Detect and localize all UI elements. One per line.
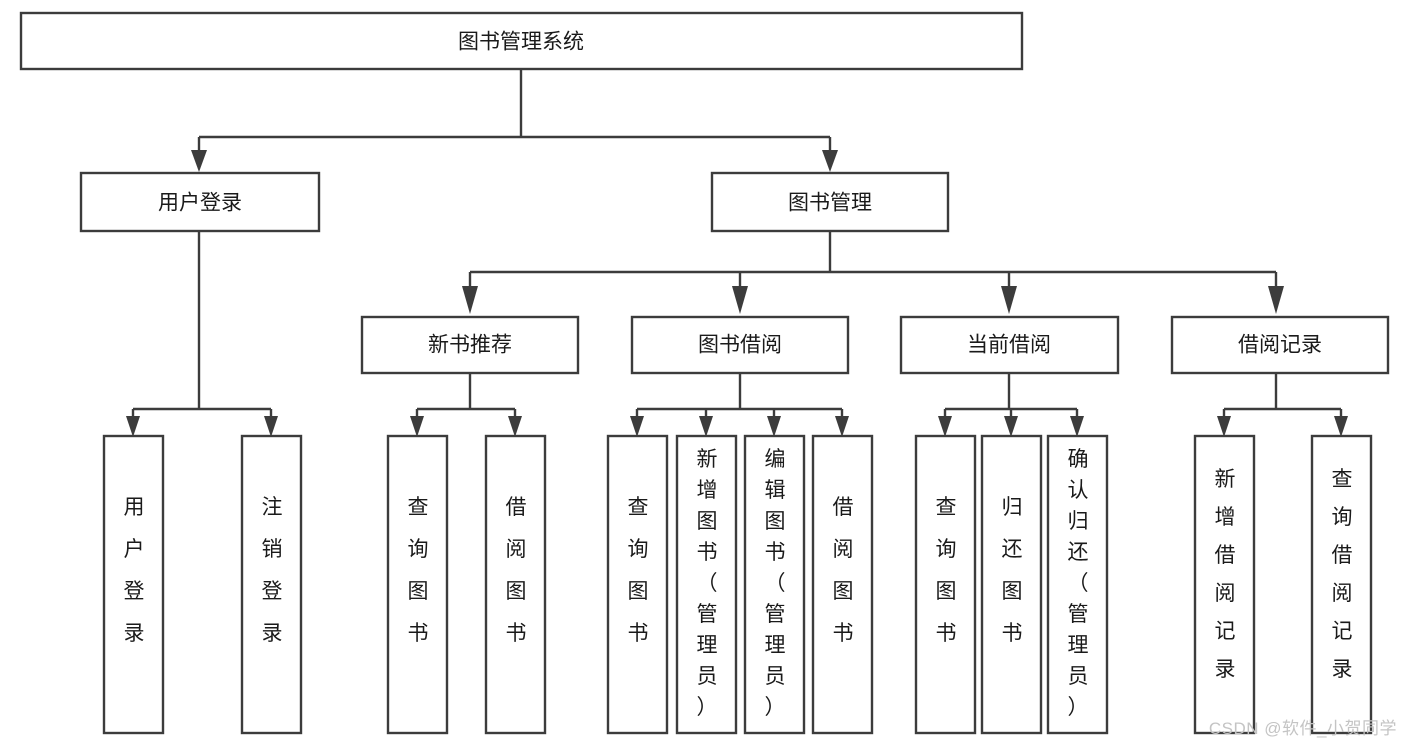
- node-leaf-borrow-book-2-box[interactable]: [811, 434, 874, 735]
- node-borrow-record-label: 借阅记录: [1238, 334, 1322, 357]
- node-leaf-logout-box[interactable]: [240, 434, 303, 735]
- arrow-head-book-borrow: [732, 286, 748, 314]
- node-leaf-edit-book[interactable]: 编辑图书（管理员）: [743, 434, 806, 735]
- node-leaf-user-login-box[interactable]: [102, 434, 165, 735]
- node-leaf-query-record-label: 查询借阅记录: [1332, 468, 1353, 681]
- node-user-login[interactable]: 用户登录: [79, 171, 321, 233]
- node-leaf-query-book-2-box[interactable]: [606, 434, 669, 735]
- node-current-borrow[interactable]: 当前借阅: [899, 315, 1120, 375]
- watermark-text: CSDN @软件_小贺同学: [1208, 719, 1397, 738]
- node-leaf-confirm-return-box[interactable]: [1046, 434, 1109, 735]
- node-leaf-query-book-1-box[interactable]: [386, 434, 449, 735]
- node-borrow-record[interactable]: 借阅记录: [1170, 315, 1390, 375]
- arrow-head-user-login: [191, 150, 207, 172]
- node-leaf-return-book-label: 归还图书: [1002, 496, 1023, 645]
- arrow-head-new-book-rec: [462, 286, 478, 314]
- node-book-manage-box[interactable]: [710, 171, 950, 233]
- node-root-label: 图书管理系统: [458, 31, 584, 54]
- node-leaf-add-record-box[interactable]: [1193, 434, 1256, 735]
- arrow-head-leaf-query-book-3: [938, 416, 952, 437]
- arrow-head-leaf-return-book: [1004, 416, 1018, 437]
- node-user-login-label: 用户登录: [158, 192, 242, 215]
- arrow-head-leaf-borrow-book-2: [835, 416, 849, 437]
- arrow-head-leaf-logout: [264, 416, 278, 437]
- node-book-borrow[interactable]: 图书借阅: [630, 315, 850, 375]
- node-leaf-add-book[interactable]: 新增图书（管理员）: [675, 434, 738, 735]
- arrow-head-leaf-edit-book: [767, 416, 781, 437]
- node-book-manage-label: 图书管理: [788, 192, 872, 215]
- node-leaf-borrow-book-2[interactable]: 借阅图书: [811, 434, 874, 735]
- arrow-head-leaf-borrow-book-1: [508, 416, 522, 437]
- node-leaf-confirm-return-label: 确认归还（管理员）: [1068, 448, 1089, 719]
- node-new-book-rec[interactable]: 新书推荐: [360, 315, 580, 375]
- node-leaf-return-book-box[interactable]: [980, 434, 1043, 735]
- node-leaf-query-book-1-label: 查询图书: [408, 496, 429, 645]
- node-book-manage[interactable]: 图书管理: [710, 171, 950, 233]
- node-new-book-rec-label: 新书推荐: [428, 334, 512, 357]
- arrow-head-leaf-query-book-1: [410, 416, 424, 437]
- node-leaf-query-book-3[interactable]: 查询图书: [914, 434, 977, 735]
- node-leaf-query-book-3-label: 查询图书: [936, 496, 957, 645]
- connector-layer: [126, 69, 1348, 437]
- node-leaf-add-book-box[interactable]: [675, 434, 738, 735]
- node-leaf-query-book-3-box[interactable]: [914, 434, 977, 735]
- node-leaf-user-login-label: 用户登录: [124, 496, 145, 645]
- node-leaf-borrow-book-1-box[interactable]: [484, 434, 547, 735]
- node-leaf-logout-label: 注销登录: [262, 496, 283, 645]
- node-leaf-logout[interactable]: 注销登录: [240, 434, 303, 735]
- node-leaf-borrow-book-1-label: 借阅图书: [506, 496, 527, 645]
- node-leaf-query-book-2[interactable]: 查询图书: [606, 434, 669, 735]
- node-leaf-add-record-label: 新增借阅记录: [1215, 468, 1236, 681]
- arrow-head-leaf-confirm-return: [1070, 416, 1084, 437]
- arrow-head-book-manage: [822, 150, 838, 172]
- node-root[interactable]: 图书管理系统: [19, 11, 1024, 71]
- node-leaf-add-record[interactable]: 新增借阅记录: [1193, 434, 1256, 735]
- arrow-head-current-borrow: [1001, 286, 1017, 314]
- node-user-login-box[interactable]: [79, 171, 321, 233]
- node-book-borrow-box[interactable]: [630, 315, 850, 375]
- node-root-box[interactable]: [19, 11, 1024, 71]
- node-leaf-query-book-2-label: 查询图书: [628, 496, 649, 645]
- arrow-head-leaf-user-login: [126, 416, 140, 437]
- node-leaf-query-record[interactable]: 查询借阅记录: [1310, 434, 1373, 735]
- node-leaf-edit-book-box[interactable]: [743, 434, 806, 735]
- node-leaf-return-book[interactable]: 归还图书: [980, 434, 1043, 735]
- node-current-borrow-box[interactable]: [899, 315, 1120, 375]
- node-book-borrow-label: 图书借阅: [698, 334, 782, 357]
- node-leaf-confirm-return[interactable]: 确认归还（管理员）: [1046, 434, 1109, 735]
- arrow-head-leaf-add-record: [1217, 416, 1231, 437]
- node-leaf-query-book-1[interactable]: 查询图书: [386, 434, 449, 735]
- arrow-head-leaf-query-record: [1334, 416, 1348, 437]
- node-new-book-rec-box[interactable]: [360, 315, 580, 375]
- node-borrow-record-box[interactable]: [1170, 315, 1390, 375]
- node-leaf-add-book-label: 新增图书（管理员）: [697, 448, 718, 719]
- node-leaf-borrow-book-1[interactable]: 借阅图书: [484, 434, 547, 735]
- arrow-head-borrow-record: [1268, 286, 1284, 314]
- node-leaf-query-record-box[interactable]: [1310, 434, 1373, 735]
- node-leaf-user-login[interactable]: 用户登录: [102, 434, 165, 735]
- node-leaf-borrow-book-2-label: 借阅图书: [833, 496, 854, 645]
- node-leaf-edit-book-label: 编辑图书（管理员）: [765, 448, 786, 719]
- arrow-head-leaf-query-book-2: [630, 416, 644, 437]
- arrow-head-leaf-add-book: [699, 416, 713, 437]
- node-current-borrow-label: 当前借阅: [967, 334, 1051, 357]
